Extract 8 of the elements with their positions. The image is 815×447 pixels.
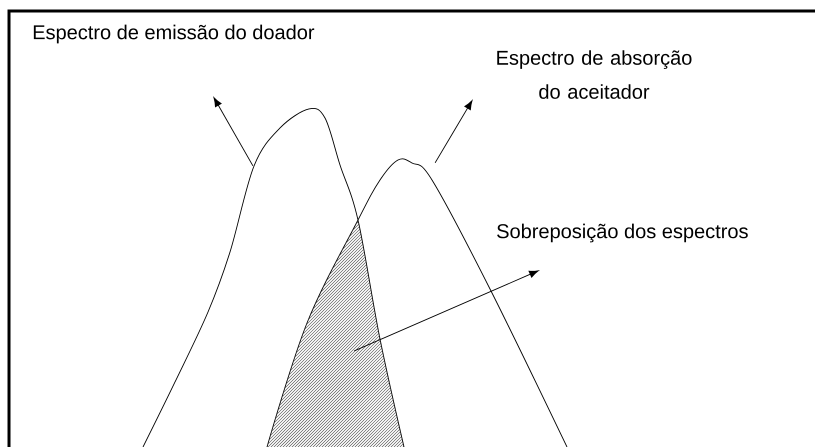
- label: Espectro de absorção do aceitador: [497, 50, 692, 99]
- arrow: [354, 270, 539, 352]
- arrow: [434, 100, 472, 164]
- arrow: [214, 97, 254, 166]
- spectrum-curve: [142, 108, 404, 447]
- label: Sobreposição dos espectros: [497, 224, 748, 242]
- hatched-overlap: [267, 220, 404, 447]
- label: Espectro de emissão do doador: [34, 24, 314, 44]
